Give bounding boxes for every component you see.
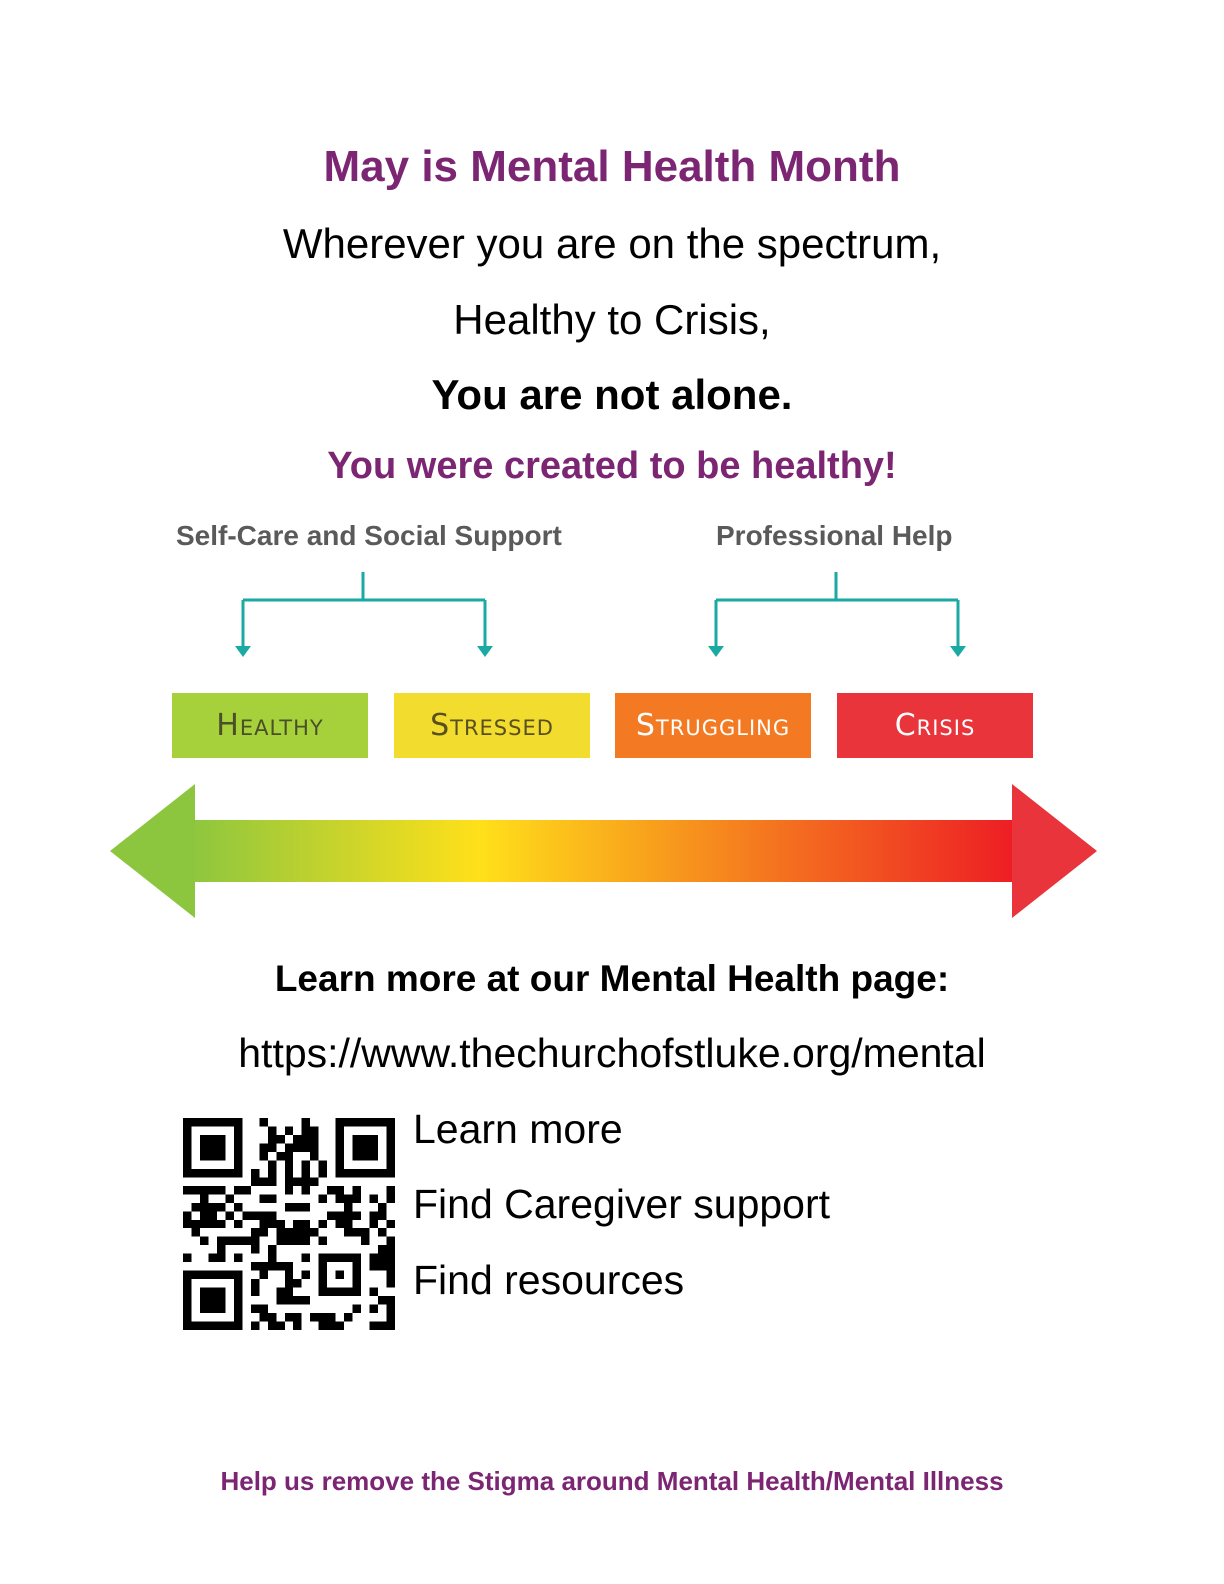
footer-message: Help us remove the Stigma around Mental … xyxy=(220,1466,1004,1496)
arrow-down-icon xyxy=(235,646,251,657)
stage-stressed: Stressed xyxy=(394,693,590,758)
stage-struggling: Struggling xyxy=(615,693,811,758)
qr-item-find-resources: Find resources xyxy=(413,1257,685,1303)
spectrum-double-arrow xyxy=(110,784,1097,918)
self-care-bracket xyxy=(241,572,487,648)
arrow-left-icon xyxy=(110,784,195,918)
arrow-down-icon xyxy=(950,646,966,657)
qr-finder-patterns xyxy=(183,1118,395,1330)
qr-code[interactable] xyxy=(183,1118,395,1330)
qr-item-caregiver-support: Find Caregiver support xyxy=(413,1181,831,1227)
range-line: Healthy to Crisis, xyxy=(453,296,771,343)
spectrum-bar xyxy=(188,820,1018,882)
stage-crisis: Crisis xyxy=(837,693,1033,758)
arrow-down-icon xyxy=(477,646,493,657)
healthy-line: You were created to be healthy! xyxy=(327,445,897,487)
qr-item-learn-more: Learn more xyxy=(413,1106,623,1152)
not-alone-line: You are not alone. xyxy=(431,371,793,418)
professional-bracket xyxy=(714,572,960,648)
stage-healthy: Healthy xyxy=(172,693,368,758)
self-care-label: Self-Care and Social Support xyxy=(176,520,562,551)
spectrum-line: Wherever you are on the spectrum, xyxy=(282,220,942,267)
mental-health-url[interactable]: https://www.thechurchofstluke.org/mental xyxy=(238,1030,986,1076)
arrow-down-icon xyxy=(708,646,724,657)
learn-more-heading: Learn more at our Mental Health page: xyxy=(274,958,950,999)
bracket-arrows xyxy=(235,572,966,657)
professional-help-label: Professional Help xyxy=(716,520,953,551)
page-title: May is Mental Health Month xyxy=(323,142,901,191)
arrow-right-icon xyxy=(1012,784,1097,918)
